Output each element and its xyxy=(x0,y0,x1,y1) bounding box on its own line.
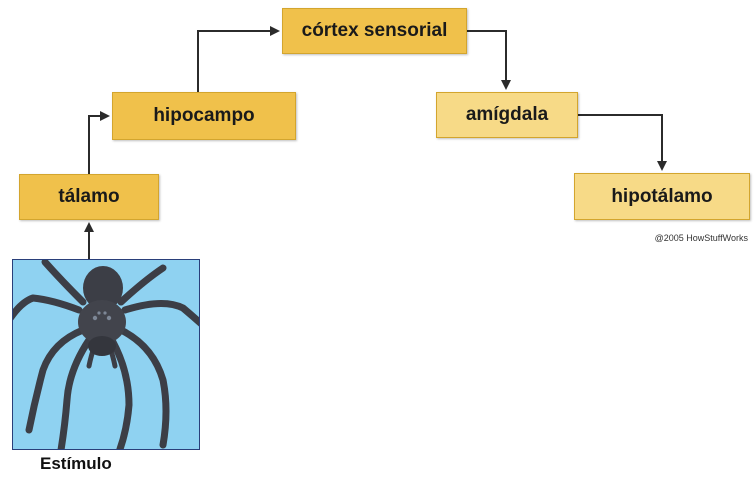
spider-icon xyxy=(13,260,199,449)
arrow-hipocampo-to-cortex xyxy=(198,31,278,92)
node-talamo: tálamo xyxy=(19,174,159,220)
node-amigdala-label: amígdala xyxy=(466,104,548,126)
node-cortex-sensorial: córtex sensorial xyxy=(282,8,467,54)
node-hipocampo-label: hipocampo xyxy=(153,105,254,127)
node-cortex-label: córtex sensorial xyxy=(302,20,448,42)
arrow-amigdala-to-hipotalamo xyxy=(578,115,662,169)
node-hipotalamo-label: hipotálamo xyxy=(611,186,712,208)
arrow-talamo-to-hipocampo xyxy=(89,116,108,174)
node-hipocampo: hipocampo xyxy=(112,92,296,140)
stimulus-caption: Estímulo xyxy=(40,454,140,474)
node-talamo-label: tálamo xyxy=(58,186,119,208)
copyright-credit: @2005 HowStuffWorks xyxy=(580,233,748,243)
node-amigdala: amígdala xyxy=(436,92,578,138)
node-hipotalamo: hipotálamo xyxy=(574,173,750,220)
stimulus-image xyxy=(12,259,200,450)
arrow-cortex-to-amigdala xyxy=(467,31,506,88)
